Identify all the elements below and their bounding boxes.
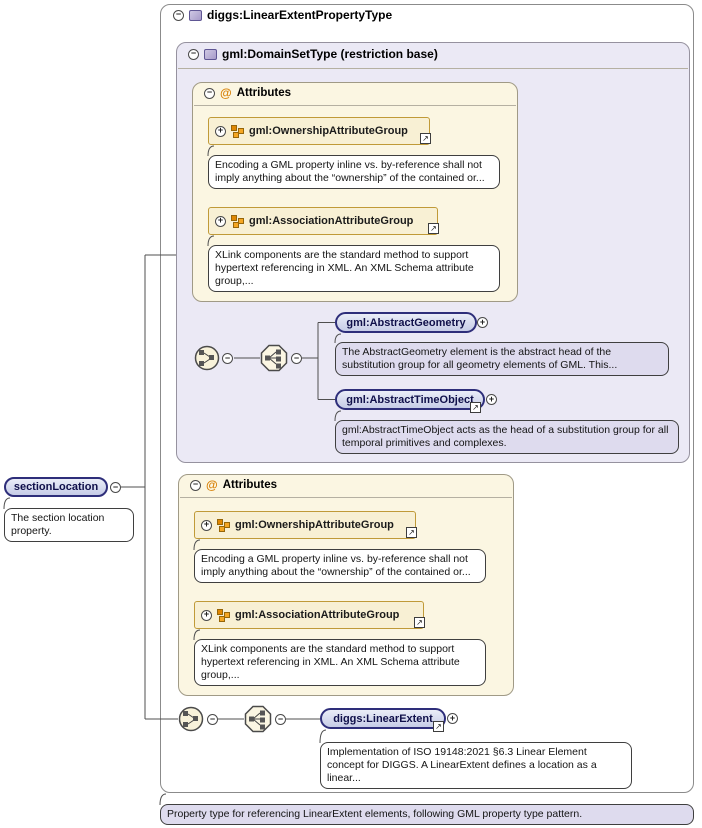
element-linear-extent[interactable]: diggs:LinearExtent [320,708,446,729]
ownership-attribute-group[interactable]: gml:OwnershipAttributeGroup [208,117,430,145]
attributes-title: Attributes [222,479,278,491]
goto-definition-icon[interactable] [428,223,439,234]
annotation: XLink components are the standard method… [208,245,500,292]
collapse-icon[interactable] [110,482,121,493]
type-annotation: Property type for referencing LinearExte… [160,804,694,825]
header-separator [194,105,516,106]
collapse-icon[interactable] [173,9,184,21]
complex-type-header: diggs:LinearExtentPropertyType [173,8,392,22]
annotation: The section location property. [4,508,134,542]
expand-icon[interactable] [447,713,458,724]
ownership-attribute-group[interactable]: gml:OwnershipAttributeGroup [194,511,416,539]
collapse-icon[interactable] [188,48,199,60]
attributes-icon: @ [206,478,218,492]
expand-icon[interactable] [201,519,212,531]
annotation: Encoding a GML property inline vs. by-re… [208,155,500,189]
choice-icon[interactable] [260,344,288,377]
collapse-icon[interactable] [204,87,215,99]
expand-icon[interactable] [201,609,212,621]
attributes-header-property: @ Attributes [190,478,277,492]
element-abstract-time-object[interactable]: gml:AbstractTimeObject [335,389,485,410]
association-attribute-group[interactable]: gml:AssociationAttributeGroup [194,601,424,629]
annotation: gml:AbstractTimeObject acts as the head … [335,420,679,454]
collapse-icon[interactable] [222,353,233,364]
annotation: The AbstractGeometry element is the abst… [335,342,669,376]
collapse-icon[interactable] [275,714,286,725]
attribute-group-label: gml:AssociationAttributeGroup [249,215,414,227]
goto-definition-icon[interactable] [433,721,444,732]
attribute-group-label: gml:OwnershipAttributeGroup [249,125,408,137]
attributes-header-domainset: @ Attributes [204,86,291,100]
header-separator [180,497,512,498]
complex-type-icon [189,9,202,21]
collapse-icon[interactable] [207,714,218,725]
domain-set-title: gml:DomainSetType (restriction base) [222,47,438,61]
element-section-location[interactable]: sectionLocation [4,477,108,497]
attribute-group-icon [217,518,230,532]
goto-definition-icon[interactable] [406,527,417,538]
sequence-icon[interactable] [194,345,220,376]
goto-definition-icon[interactable] [414,617,425,628]
attributes-icon: @ [220,86,232,100]
attribute-group-label: gml:AssociationAttributeGroup [235,609,400,621]
annotation: XLink components are the standard method… [194,639,486,686]
goto-definition-icon[interactable] [470,402,481,413]
header-separator [178,68,688,69]
expand-icon[interactable] [486,394,497,405]
goto-definition-icon[interactable] [420,133,431,144]
annotation: Encoding a GML property inline vs. by-re… [194,549,486,583]
collapse-icon[interactable] [291,353,302,364]
expand-icon[interactable] [477,317,488,328]
attribute-group-icon [231,124,244,138]
attribute-group-icon [231,214,244,228]
attribute-group-icon [217,608,230,622]
choice-icon[interactable] [244,705,272,738]
expand-icon[interactable] [215,125,226,137]
element-abstract-geometry[interactable]: gml:AbstractGeometry [335,312,477,333]
attribute-group-label: gml:OwnershipAttributeGroup [235,519,394,531]
base-type-icon [204,48,217,60]
annotation: Implementation of ISO 19148:2021 §6.3 Li… [320,742,632,789]
collapse-icon[interactable] [190,479,201,491]
sequence-icon[interactable] [178,706,204,737]
attributes-title: Attributes [236,87,292,99]
complex-type-title: diggs:LinearExtentPropertyType [207,8,393,22]
domain-set-header: gml:DomainSetType (restriction base) [188,47,438,61]
association-attribute-group[interactable]: gml:AssociationAttributeGroup [208,207,438,235]
expand-icon[interactable] [215,215,226,227]
